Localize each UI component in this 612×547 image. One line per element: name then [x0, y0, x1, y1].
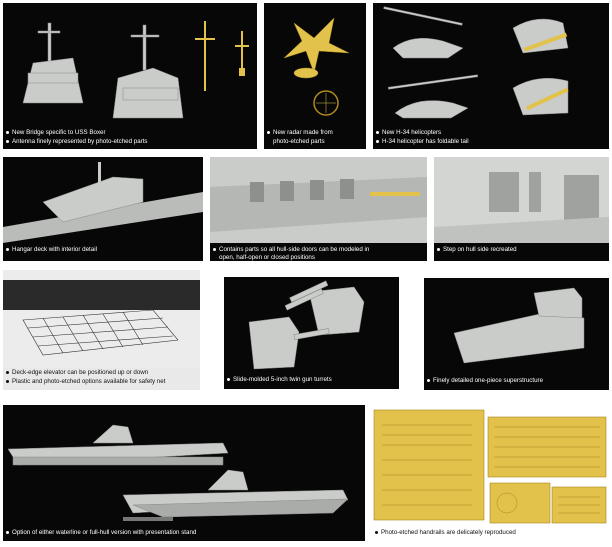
hull-step-illustration	[434, 157, 609, 243]
superstructure-panel: Finely detailed one-piece superstructure	[424, 278, 609, 390]
step-panel: Step on hull side recreated	[434, 157, 609, 261]
caption-hull-versions: Option of either waterline or full-hull …	[6, 529, 196, 537]
hull-doors-panel: Contains parts so all hull-side doors ca…	[210, 157, 427, 261]
caption-superstructure: Finely detailed one-piece superstructure	[427, 377, 543, 385]
hull-doors-illustration	[210, 157, 427, 243]
caption-elevator-2: Plastic and photo-etched options availab…	[6, 378, 165, 386]
hull-versions-panel: Option of either waterline or full-hull …	[3, 405, 365, 541]
caption-handrails: Photo-etched handrails are delicately re…	[375, 529, 516, 537]
caption-hull-doors-1: Contains parts so all hull-side doors ca…	[213, 246, 369, 254]
gun-turrets-illustration	[248, 280, 365, 370]
caption-radar-2: photo-etched parts	[273, 138, 325, 145]
caption-helicopters-2: H-34 helicopter has foldable tail	[376, 138, 469, 146]
caption-step: Step on hull side recreated	[437, 246, 517, 254]
caption-helicopters-1: New H-34 helicopters	[376, 129, 441, 137]
caption-hangar: Hangar deck with interior detail	[6, 246, 97, 254]
hangar-deck-illustration	[3, 162, 203, 243]
elevator-panel: Deck-edge elevator can be positioned up …	[3, 270, 200, 390]
bridge-model-illustration	[22, 21, 249, 119]
caption-elevator-1: Deck-edge elevator can be positioned up …	[6, 369, 148, 377]
caption-radar-1: New radar made from	[267, 129, 333, 137]
bridge-panel: New Bridge specific to USS Boxer Antenna…	[3, 3, 257, 149]
caption-hull-doors-2: open, half-open or closed positions	[219, 254, 315, 261]
photo-etch-fret-illustration	[373, 409, 607, 524]
helicopters-illustration	[383, 6, 569, 119]
handrails-panel: Photo-etched handrails are delicately re…	[372, 405, 609, 541]
helicopters-panel: New H-34 helicopters H-34 helicopter has…	[373, 3, 609, 149]
caption-bridge-2: Antenna finely represented by photo-etch…	[6, 138, 148, 146]
hangar-panel: Hangar deck with interior detail	[3, 157, 203, 261]
radar-panel: New radar made from photo-etched parts	[264, 3, 366, 149]
waterline-and-full-hull-illustration	[7, 424, 349, 521]
radar-photo-etch-illustration	[283, 17, 350, 116]
caption-bridge-1: New Bridge specific to USS Boxer	[6, 129, 106, 137]
deck-edge-elevator-illustration	[3, 270, 200, 368]
superstructure-illustration	[453, 287, 585, 364]
caption-turrets: Slide-molded 5-inch twin gun turrets	[227, 376, 332, 384]
turrets-panel: Slide-molded 5-inch twin gun turrets	[224, 277, 399, 389]
